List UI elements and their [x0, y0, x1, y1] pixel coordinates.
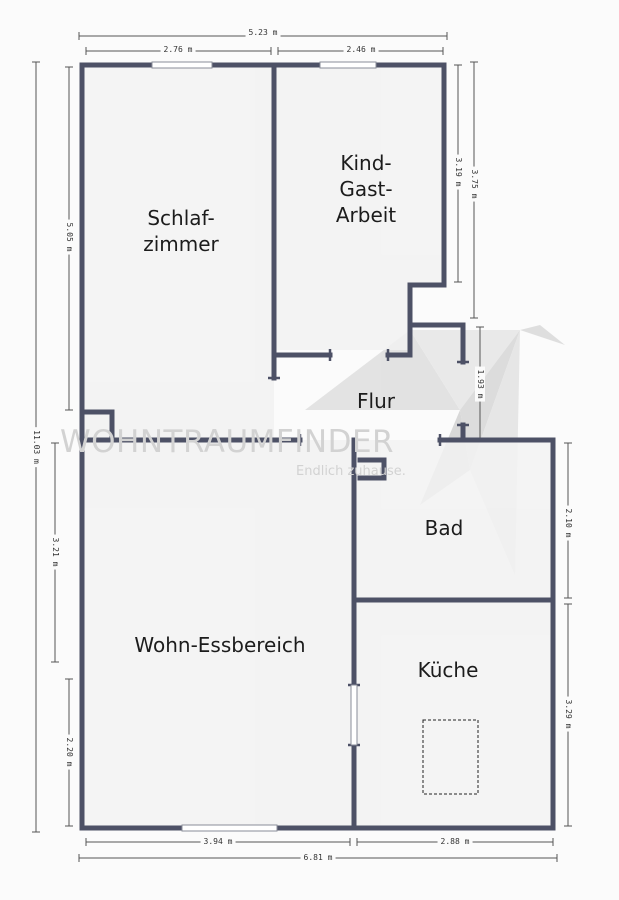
dimension-bottom-right: 2.88 m — [437, 837, 473, 847]
window-kueche-pass — [350, 684, 358, 746]
dimension-right-flur: 1.93 m — [475, 366, 485, 402]
room-label-kueche: Küche — [417, 658, 479, 682]
window-wohnen — [181, 824, 278, 832]
dimension-right-bad: 2.10 m — [563, 505, 573, 541]
wall-bad-closet — [357, 457, 387, 481]
outer-wall-bottom — [274, 437, 556, 831]
dimension-left-upper: 5.05 m — [64, 219, 74, 255]
watermark-tagline: Endlich zuhause. — [296, 464, 406, 479]
dimension-right-kind-total: 3.75 m — [469, 166, 479, 202]
dimension-top-right: 2.46 m — [343, 45, 379, 55]
floor-fills — [82, 65, 553, 828]
dimension-right-kueche: 3.29 m — [563, 696, 573, 732]
dimension-top-total: 5.23 m — [245, 28, 281, 38]
kitchen-fixture — [422, 719, 479, 795]
windows — [151, 61, 377, 832]
room-label-flur: Flur — [357, 389, 395, 413]
dimension-left-middle: 3.21 m — [50, 534, 60, 570]
wall-kind-bottom-right — [385, 322, 413, 358]
outer-wall-top-right — [373, 62, 466, 365]
dimension-bottom-total: 6.81 m — [300, 853, 336, 863]
dimension-left-total: 11.03 m — [31, 427, 41, 467]
room-label-kind-gast-arbeit: Kind- Gast- Arbeit — [335, 151, 397, 227]
dimension-right-kind: 3.19 m — [453, 154, 463, 190]
room-label-wohn-essbereich: Wohn-Essbereich — [134, 633, 306, 657]
walls — [79, 62, 556, 831]
dimension-bottom-left: 3.94 m — [200, 837, 236, 847]
room-label-schlafzimmer: Schlaf- zimmer — [143, 206, 219, 256]
wall-closet — [82, 409, 115, 441]
outer-wall-left — [79, 62, 185, 831]
dimension-lines — [32, 32, 572, 862]
dimension-top-left: 2.76 m — [160, 45, 196, 55]
watermark-title: WOHNTRAUMFINDER — [60, 424, 395, 460]
window-schlafzimmer — [151, 61, 213, 69]
room-label-bad: Bad — [424, 516, 464, 540]
window-kind — [319, 61, 377, 69]
dimension-left-lower: 2.20 m — [64, 734, 74, 770]
